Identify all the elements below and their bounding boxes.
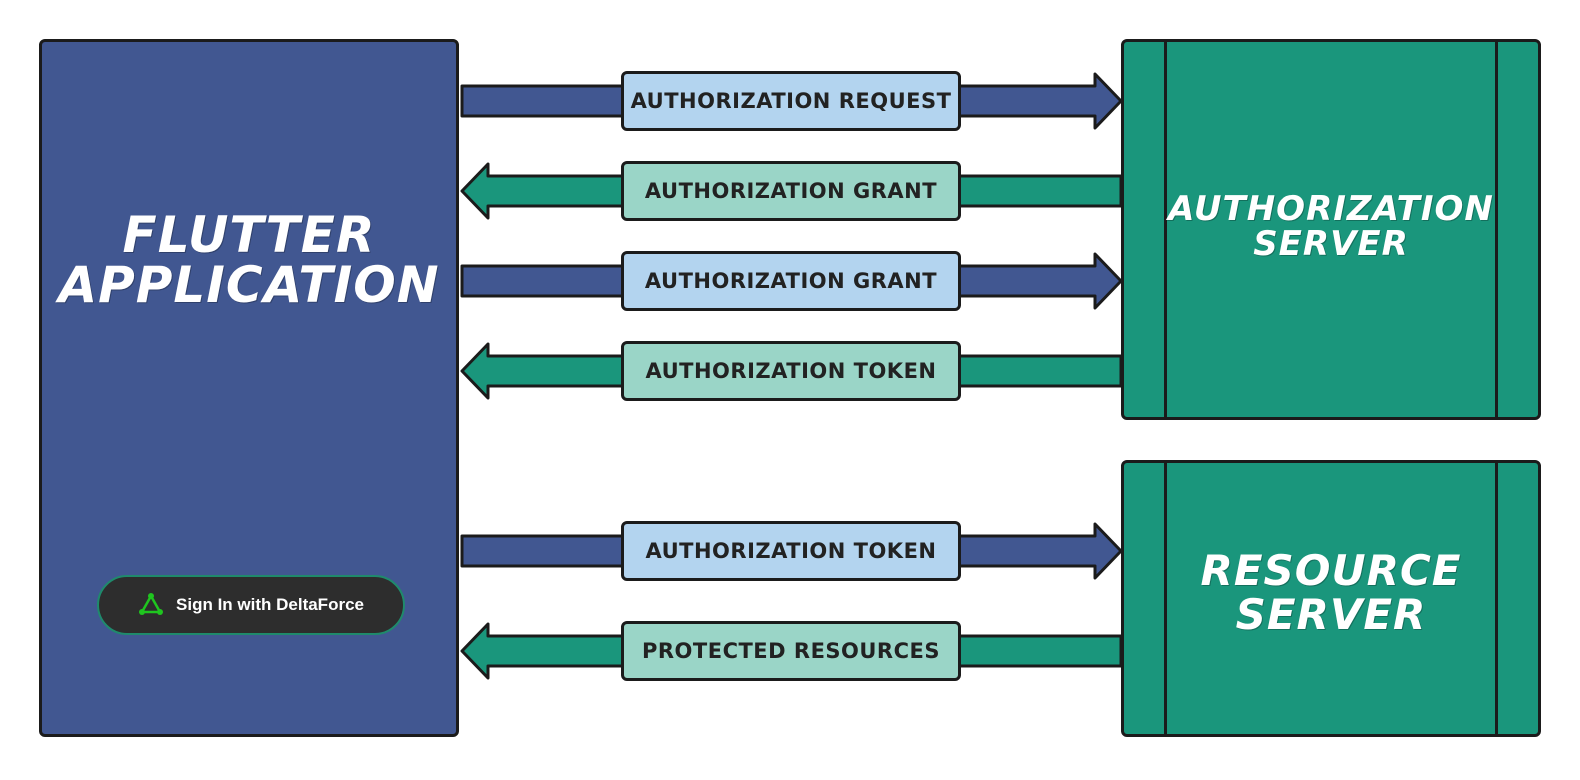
auth-server-right-divider (1495, 42, 1498, 417)
flutter-title-line-1: FLUTTER (122, 206, 376, 264)
auth-server-left-divider (1164, 42, 1167, 417)
flow-label-authorization-token-request: AUTHORIZATION TOKEN (621, 521, 961, 581)
resource-server-right-divider (1495, 463, 1498, 734)
flutter-application-title: FLUTTER APPLICATION (42, 210, 456, 310)
deltaforce-logo-icon (138, 592, 164, 618)
flow-label-authorization-grant-response: AUTHORIZATION GRANT (621, 161, 961, 221)
flow-label-authorization-grant-request: AUTHORIZATION GRANT (621, 251, 961, 311)
flow-label-authorization-token-response: AUTHORIZATION TOKEN (621, 341, 961, 401)
flutter-application-box: FLUTTER APPLICATION Sign In with DeltaFo… (39, 39, 459, 737)
resource-server-title-line-2: SERVER (1235, 590, 1427, 639)
resource-server-title-line-1: RESOURCE (1200, 546, 1462, 595)
flow-label-authorization-request: AUTHORIZATION REQUEST (621, 71, 961, 131)
auth-server-title-line-1: AUTHORIZATION (1168, 189, 1494, 229)
sign-in-button-label: Sign In with DeltaForce (176, 595, 364, 614)
auth-server-title-line-2: SERVER (1253, 224, 1409, 264)
resource-server-title: RESOURCE SERVER (1124, 549, 1538, 637)
flutter-title-line-2: APPLICATION (58, 256, 440, 314)
authorization-server-box: AUTHORIZATION SERVER (1121, 39, 1541, 420)
resource-server-left-divider (1164, 463, 1167, 734)
authorization-server-title: AUTHORIZATION SERVER (1124, 192, 1538, 262)
flow-label-protected-resources: PROTECTED RESOURCES (621, 621, 961, 681)
sign-in-with-deltaforce-button[interactable]: Sign In with DeltaForce (97, 575, 405, 635)
resource-server-box: RESOURCE SERVER (1121, 460, 1541, 737)
